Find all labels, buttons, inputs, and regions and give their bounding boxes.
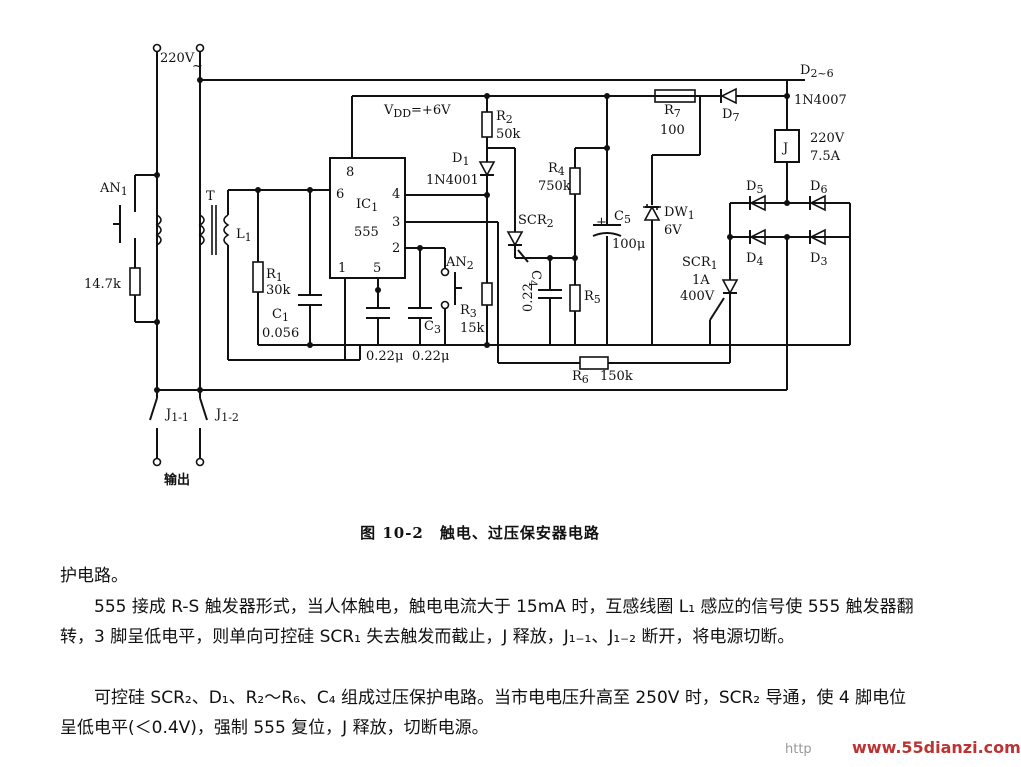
label-j: J [781,141,788,156]
label-d5: D5 [746,179,763,196]
label-c5-value: 100μ [612,237,645,252]
label-r7: R7 [664,103,681,120]
zener-dw1 [643,204,661,221]
paragraph-1: 护电路。 [60,566,128,586]
label-d3: D3 [810,251,827,268]
capacitor-c1 [298,294,322,306]
label-d4: D4 [746,251,763,268]
an2-button [440,248,462,345]
label-c1-value: 0.056 [262,326,299,341]
watermark-right: www.55dianzi.com [852,738,1021,757]
paragraph-2: 555 接成 R-S 触发器形式，当人体触电，触电电流大于 15mA 时，互感线… [60,597,914,647]
label-output: 输出 [164,472,190,488]
label-d6: D6 [810,179,827,196]
label-t: T [206,189,215,204]
label-r1: R1 [266,267,283,284]
label-r3-value: 15k [460,321,485,336]
label-dw1-value: 6V [664,223,682,238]
capacitor-c3 [408,307,432,319]
circuit-schematic: 220V ~ AN1 14.7k T L1 R1 30k C1 0.056 VD… [84,43,851,488]
label-c1: C1 [272,307,289,324]
resistor-r4 [569,167,581,195]
label-scr2: SCR2 [518,213,554,230]
label-tilde: ~ [192,59,203,74]
label-ic1: IC1 [356,197,378,214]
label-pin8: 8 [346,165,354,180]
label-pin2: 2 [392,241,400,256]
diode-d1 [478,161,496,177]
label-pin1: 1 [338,261,346,276]
label-j-current: 7.5A [810,149,841,164]
label-r3: R3 [460,303,477,320]
resistor-14-7k [129,267,141,296]
label-r6-value: 150k [600,369,633,384]
capacitor-c-pin5 [366,307,390,319]
label-r4: R4 [548,161,565,178]
resistor-r2 [481,111,493,138]
transformer-t [155,205,230,255]
page: 220V ~ AN1 14.7k T L1 R1 30k C1 0.056 VD… [60,43,1021,757]
diode-d3 [809,228,826,246]
label-scr1-current: 1A [692,273,710,288]
diode-d7 [720,87,737,105]
label-555: 555 [354,225,379,240]
label-r6: R6 [572,369,589,386]
label-r7-value: 100 [660,123,685,138]
label-r1-value: 30k [266,283,291,298]
figure-caption: 图 10-2 触电、过压保安器电路 [360,524,600,542]
diode-d6 [809,194,826,212]
label-d1: D1 [452,151,469,168]
label-an1: AN1 [99,181,128,198]
label-r4-value: 750k [538,179,571,194]
label-l1: L1 [236,227,252,244]
capacitor-c4 [538,289,562,299]
label-c4-value: 0.22 [521,283,536,312]
label-c-022a: 0.22μ [366,349,403,364]
ic1-555 [329,157,406,279]
an1-button [113,200,136,250]
label-pin4: 4 [392,187,400,202]
label-pin3: 3 [392,215,400,230]
l1-loop [227,187,345,360]
mains-lines [134,43,805,390]
scr2 [506,231,550,263]
label-pin6: 6 [336,187,344,202]
capacitor-c5 [592,224,622,237]
label-c3: C3 [424,319,441,336]
label-j1-1: J1-1 [164,407,189,424]
label-d2-6: D2~6 [800,63,834,80]
paragraph-3: 可控硅 SCR₂、D₁、R₂～R₆、C₄ 组成过压保护电路。当市电电压升高至 2… [60,688,907,738]
label-j-voltage: 220V [810,131,845,146]
resistor-r1 [252,261,264,293]
label-d1-type: 1N4001 [426,173,479,188]
relay-contacts [149,390,208,467]
label-r2-value: 50k [496,127,521,142]
label-14-7k: 14.7k [84,277,121,292]
diode-d5 [749,194,766,212]
label-j1-2: J1-2 [214,407,239,424]
resistor-r6 [579,356,609,370]
label-c-022b: 0.22μ [412,349,449,364]
label-pin5: 5 [373,261,381,276]
label-dw1: DW1 [664,205,695,222]
label-scr1: SCR1 [682,255,718,272]
label-an2: AN2 [445,255,474,272]
resistor-r3 [481,282,493,306]
label-c5: C5 [614,209,631,226]
label-d7: D7 [722,107,739,124]
label-r5: R5 [584,289,601,306]
label-c5-plus: + [596,215,607,230]
label-c4: C4 [526,270,543,287]
label-220v: 220V [160,51,195,66]
label-vdd: VDD=+6V [383,103,451,120]
resistor-r5 [569,284,581,312]
label-r2: R2 [496,109,513,126]
watermark-left: http [785,742,812,757]
label-1n4007: 1N4007 [794,93,847,108]
label-scr1-voltage: 400V [680,289,715,304]
diode-d4 [749,228,766,246]
